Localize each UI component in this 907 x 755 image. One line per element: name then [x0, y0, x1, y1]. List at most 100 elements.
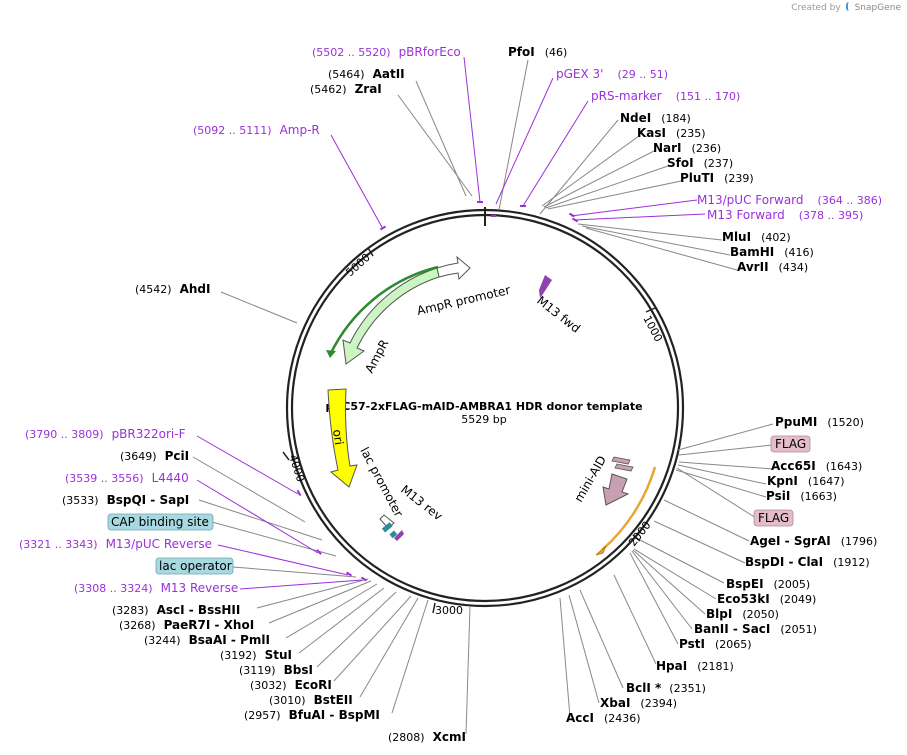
- primer-mark-pgex3: [491, 215, 496, 217]
- leader-bspqi: [198, 499, 323, 541]
- leader-paer7i: [268, 580, 372, 624]
- primer-leader-m13f: [573, 213, 706, 221]
- leader-bspei: [639, 539, 725, 584]
- enzyme-agei-sgrai: AgeI - SgrAI(1796): [750, 534, 877, 548]
- primer-mark-pbr322ori: [296, 489, 302, 497]
- primer-marks: [296, 201, 579, 582]
- enzyme-bspdi-clai: BspDI - ClaI(1912): [745, 555, 870, 569]
- primer-leader-m13puc-f: [570, 199, 698, 217]
- enzyme-stui: (3192)StuI: [220, 648, 292, 662]
- leader-zrai: [397, 94, 473, 197]
- cap-binding-site-label: CAP binding site: [111, 515, 209, 529]
- enzyme-acci: AccI(2436): [566, 711, 641, 725]
- leader-lines: [192, 59, 774, 735]
- leader-ahdi: [220, 291, 298, 324]
- leader-acc65i: [678, 461, 774, 470]
- primer-m13-reverse: (3308 .. 3324)M13 Reverse: [74, 581, 238, 595]
- leader-banii: [631, 550, 693, 630]
- leader-cap: [211, 521, 337, 557]
- leader-eco53ki: [633, 548, 717, 600]
- brand-text: SnapGene: [854, 3, 901, 13]
- primer-m13puc-reverse: (3321 .. 3343)M13/pUC Reverse: [19, 537, 212, 551]
- leader-flag1: [678, 444, 773, 456]
- feature-ampr-promoter: [436, 255, 471, 281]
- primer-leader-pgex3: [495, 77, 554, 205]
- enzyme-kpni: KpnI(1647): [767, 474, 844, 488]
- flag-label-2: FLAG: [758, 511, 789, 525]
- leader-psii: [675, 469, 767, 498]
- feature-label-ori: ori: [330, 428, 346, 445]
- primer-leader-m13r: [239, 579, 363, 590]
- feature-flag-1: [611, 456, 631, 465]
- leader-psti: [629, 552, 679, 645]
- enzyme-bfuai-bspmi: (2957)BfuAI - BspMI: [244, 708, 380, 722]
- feature-label-ampr: AmpR: [362, 337, 391, 375]
- primer-labels: (5502 .. 5520)pBRforEco pGEX 3'(29 .. 51…: [19, 45, 882, 595]
- primer-m13-forward: M13 Forward(378 .. 395): [707, 208, 863, 222]
- enzyme-ndei: NdeI(184): [620, 111, 691, 125]
- enzyme-bbsi: (3119)BbsI: [239, 663, 313, 677]
- leader-blpi: [632, 549, 706, 615]
- feature-ampr: [342, 267, 440, 365]
- leader-xbai: [568, 594, 600, 704]
- enzyme-hpai: HpaI(2181): [656, 659, 734, 673]
- leader-pfoi: [498, 59, 529, 211]
- leader-pluti: [547, 180, 682, 210]
- enzyme-paer7i-xhoi: (3268)PaeR7I - XhoI: [119, 618, 254, 632]
- leader-bspdi: [653, 520, 746, 564]
- enzyme-blpi: BlpI(2050): [706, 607, 779, 621]
- tick-5000: [367, 247, 374, 257]
- enzyme-bamhi: BamHI(416): [730, 245, 814, 259]
- enzyme-aatii: (5464)AatII: [328, 67, 405, 81]
- primer-pgex3: pGEX 3'(29 .. 51): [556, 67, 668, 81]
- enzyme-avrii: AvrII(434): [737, 260, 808, 274]
- feature-cap-site: [381, 522, 393, 533]
- leader-lacop: [232, 566, 357, 578]
- primer-amp-r: (5092 .. 5111)Amp-R: [193, 123, 320, 137]
- leader-mlui: [577, 223, 723, 241]
- enzyme-bcli: BclI *(2351): [626, 681, 706, 695]
- primer-leader-m13puc-r: [217, 544, 349, 576]
- feature-ampr-orf: [328, 265, 439, 356]
- snapgene-credit: Created by SnapGene: [791, 2, 901, 13]
- enzyme-psii: PsiI(1663): [766, 489, 837, 503]
- feature-label-mini-aid: mini-AID: [571, 453, 609, 504]
- primer-mark-m13r: [360, 576, 368, 582]
- primer-leader-pbr322ori: [196, 435, 299, 495]
- leader-hpai: [613, 574, 657, 665]
- enzyme-labels: PfoI(46) (5464)AatII (5462)ZraI NdeI(184…: [62, 45, 877, 744]
- feature-mini-aid-orf: [601, 466, 657, 551]
- primer-mark-m13puc-f: [568, 212, 576, 218]
- leader-ecori: [333, 595, 412, 682]
- leader-nari: [543, 150, 655, 208]
- tick-1000: [645, 307, 656, 313]
- leader-stui: [298, 587, 385, 654]
- enzyme-bsaai-pmli: (3244)BsaAI - PmlI: [144, 633, 270, 647]
- enzyme-pluti: PluTI(239): [680, 171, 754, 185]
- enzyme-asci-bsshii: (3283)AscI - BssHII: [112, 603, 240, 617]
- enzyme-bspei: BspEI(2005): [726, 577, 810, 591]
- enzyme-zrai: (5462)ZraI: [310, 82, 382, 96]
- feature-m13-rev: [394, 530, 404, 541]
- enzyme-pcii: (3649)PciI: [120, 449, 189, 463]
- primer-leader-prs: [522, 100, 589, 207]
- primer-mark-m13f: [571, 217, 579, 223]
- feature-label-m13-fwd: M13 fwd: [534, 293, 583, 335]
- leader-ppumi: [677, 423, 774, 451]
- enzyme-ecori: (3032)EcoRI: [250, 678, 332, 692]
- flag-label-1: FLAG: [775, 437, 806, 451]
- enzyme-acc65i: Acc65I(1643): [771, 459, 862, 473]
- primer-mark-pbrforeco: [477, 201, 483, 203]
- leader-bfuai: [391, 599, 429, 714]
- feature-mini-aid: [602, 473, 630, 506]
- primer-mark-ampr: [379, 225, 387, 231]
- enzyme-psti: PstI(2065): [679, 637, 752, 651]
- feature-label-lac-promoter: lac promoter: [357, 445, 405, 519]
- enzyme-kasi: KasI(235): [637, 126, 706, 140]
- enzyme-banii-saci: BanII - SacI(2051): [694, 622, 817, 636]
- enzyme-mlui: MluI(402): [722, 230, 791, 244]
- created-by-text: Created by: [791, 3, 841, 13]
- enzyme-ppumi: PpuMI(1520): [775, 415, 864, 429]
- flag-box-1: [770, 435, 811, 453]
- primer-pbr322ori-f: (3790 .. 3809)pBR322ori-F: [25, 427, 186, 441]
